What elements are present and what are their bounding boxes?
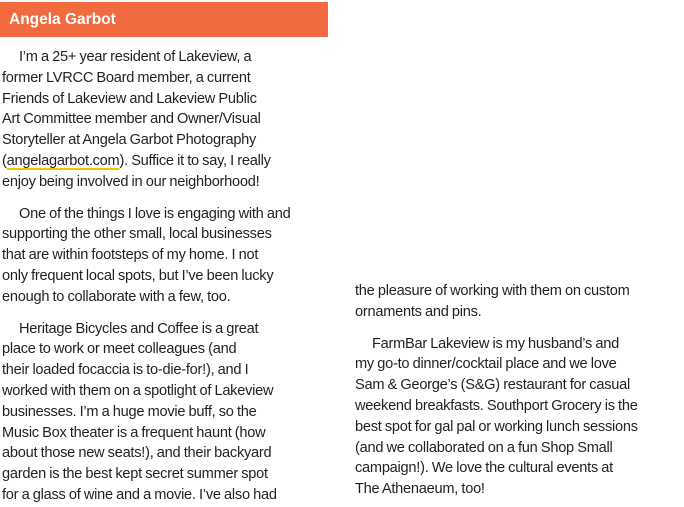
text-line: their loaded focaccia is to-die-for!), a… [2, 362, 249, 379]
text-line: businesses. I’m a huge movie buff, so th… [2, 403, 257, 420]
text-line: former LVRCC Board member, a current [2, 69, 251, 86]
text-line: The Athenaeum, too! [355, 481, 485, 498]
author-name-title: Angela Garbot [9, 11, 116, 28]
text-line: weekend breakfasts. Southport Grocery is… [355, 397, 638, 414]
text-line: best spot for gal pal or working lunch s… [355, 418, 638, 435]
text-line: I’m a 25+ year resident of Lakeview, a [19, 49, 252, 65]
text-line: about those new seats!), and their backy… [2, 445, 272, 462]
paragraph-local-businesses: One of the things I love is engaging wit… [2, 204, 330, 308]
text-line: supporting the other small, local busine… [2, 226, 272, 243]
text-line: garden is the best kept secret summer sp… [2, 466, 268, 483]
paragraph-continuation: the pleasure of working with them on cus… [355, 281, 684, 323]
text-line: (and we collaborated on a fun Shop Small [355, 439, 613, 456]
right-column: the pleasure of working with them on cus… [355, 281, 684, 500]
text-line: worked with them on a spotlight of Lakev… [2, 382, 274, 399]
text-line: ornaments and pins. [355, 303, 482, 320]
text-line: Friends of Lakeview and Lakeview Public [2, 90, 257, 107]
text-line: Music Box theater is a frequent haunt (h… [2, 424, 266, 441]
text-fragment: ). Suffice it to say, I really [119, 152, 271, 169]
text-line: for a glass of wine and a movie. I’ve al… [2, 486, 277, 503]
text-line: Storyteller at Angela Garbot Photography [2, 132, 257, 149]
text-line: One of the things I love is engaging wit… [19, 205, 291, 222]
text-line: FarmBar Lakeview is my husband’s and [372, 335, 619, 352]
author-header-bar: Angela Garbot [0, 2, 328, 37]
paragraph-heritage-bicycles: Heritage Bicycles and Coffee is a great … [2, 319, 330, 506]
text-line: only frequent local spots, but I’ve been… [2, 267, 274, 284]
text-line: Art Committee member and Owner/Visual [2, 111, 261, 128]
paragraph-farmbar: FarmBar Lakeview is my husband’s and my … [355, 334, 684, 500]
left-column: I’m a 25+ year resident of Lakeview, a f… [2, 47, 330, 506]
paragraph-intro: I’m a 25+ year resident of Lakeview, a f… [2, 47, 330, 193]
text-line: enough to collaborate with a few, too. [2, 288, 231, 305]
text-fragment: ( [2, 152, 7, 169]
text-line: the pleasure of working with them on cus… [355, 283, 630, 299]
text-line: Heritage Bicycles and Coffee is a great [19, 320, 259, 337]
text-line: that are within footsteps of my home. I … [2, 247, 259, 264]
text-line: enjoy being involved in our neighborhood… [2, 173, 260, 190]
text-line: my go-to dinner/cocktail place and we lo… [355, 356, 617, 373]
text-line: campaign!). We love the cultural events … [355, 460, 613, 477]
text-line: (angelagarbot.com). Suffice it to say, I… [2, 151, 330, 172]
website-link[interactable]: angelagarbot.com [6, 152, 120, 169]
text-line: place to work or meet colleagues (and [2, 341, 237, 358]
text-line: Sam & George’s (S&G) restaurant for casu… [355, 377, 630, 394]
